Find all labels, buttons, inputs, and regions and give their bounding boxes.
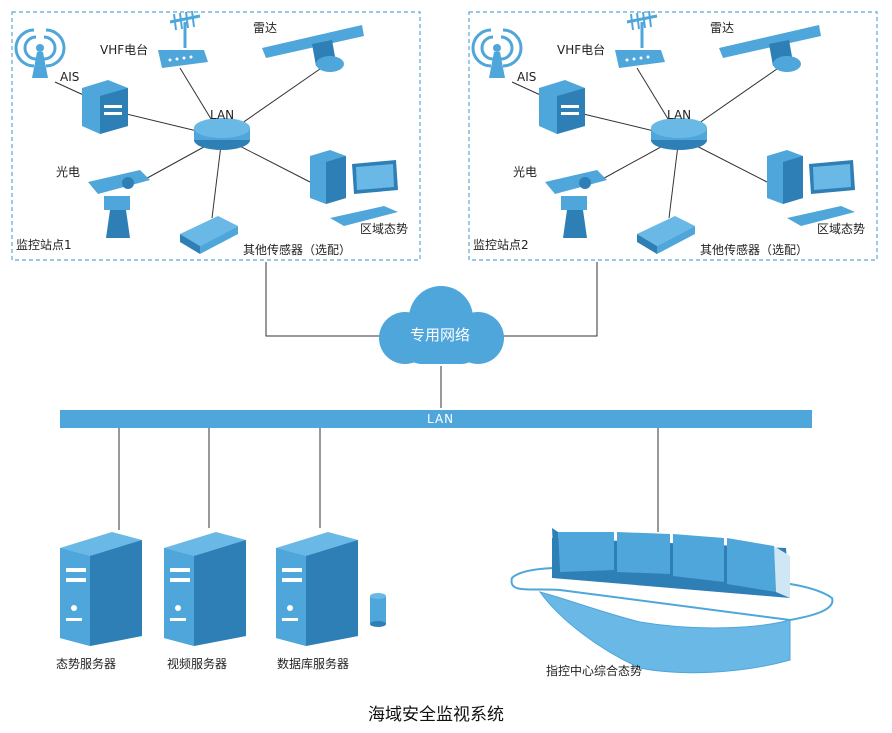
station-1-lan-hub-icon [194,118,250,150]
database-server-icon [276,532,386,646]
ais-transceiver-icon [82,80,128,134]
other-sensor-icon [637,216,695,254]
station-1-links [54,61,331,219]
video-server-label: 视频服务器 [167,657,228,671]
ais-label: AIS [60,70,80,84]
vhf-radio-icon [615,10,665,68]
station-1-group [11,10,421,261]
eo-label: 光电 [56,165,81,179]
video-server-icon [164,532,246,646]
station-lan-label: LAN [210,108,235,122]
regional-label: 区域态势 [817,222,866,236]
regional-label: 区域态势 [360,222,409,236]
command-center-console-icon [510,528,834,674]
ais-transceiver-icon [539,80,585,134]
station-2-lan-hub-icon [651,118,707,150]
cloud-label: 专用网络 [410,326,471,344]
radar-label: 雷达 [710,21,735,35]
lan-bar-label: LAN [427,412,455,426]
lan-drop-lines [118,428,659,532]
station-name-label: 监控站点2 [473,238,529,252]
eo-camera-icon [88,170,150,238]
situation-server-label: 态势服务器 [56,657,117,671]
regional-workstation-icon [310,150,398,226]
station-2-group [468,10,878,261]
situation-server-icon [60,532,142,646]
network-links [265,262,598,408]
station-name-label: 监控站点1 [16,238,72,252]
eo-label: 光电 [513,165,538,179]
vhf-label: VHF电台 [100,43,149,57]
ais-antenna-icon [471,28,523,80]
station-lan-label: LAN [667,108,692,122]
station-1-boundary [11,11,421,261]
lan-bus-bar [60,410,812,428]
radar-icon [262,25,364,72]
regional-workstation-icon [767,150,855,226]
ais-label: AIS [517,70,537,84]
other-sensor-icon [180,216,238,254]
radar-icon [719,25,821,72]
database-server-label: 数据库服务器 [277,657,350,671]
diagram-caption: 海域安全监视系统 [368,705,504,725]
station-2-boundary [468,11,878,261]
cloud-icon [379,286,504,364]
vhf-radio-icon [158,10,208,68]
command-center-label: 指控中心综合态势 [546,664,643,678]
ais-antenna-icon [14,28,66,80]
other-sensor-label: 其他传感器（选配） [243,243,352,257]
vhf-label: VHF电台 [557,43,606,57]
eo-camera-icon [545,170,607,238]
other-sensor-label: 其他传感器（选配） [700,243,809,257]
radar-label: 雷达 [253,21,278,35]
